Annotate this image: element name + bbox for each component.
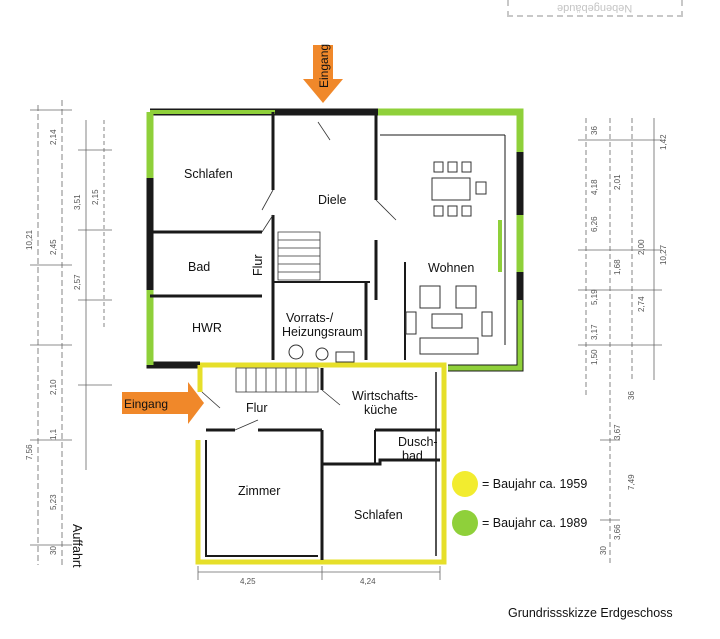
room-zimmer: Zimmer [238, 484, 280, 498]
dim-right-6: 36 [627, 391, 636, 400]
legend-item-1989: = Baujahr ca. 1989 [452, 510, 587, 536]
dim-right-14: 10,27 [659, 244, 668, 265]
dim-left-9: 1,1 [49, 428, 58, 440]
dim-left-6: 2,15 [91, 189, 100, 205]
entrance-label-left: Eingang [124, 397, 168, 411]
dimension-labels-left: 7,56 10,21 2,14 2,45 2,57 3,51 2,15 5,23… [25, 129, 100, 555]
upper-house-walls [146, 108, 524, 372]
entrance-arrow-top: Eingang [303, 44, 343, 103]
entrance-label-top: Eingang [317, 44, 331, 88]
room-wirtschafts-line1: Wirtschafts- [352, 389, 418, 403]
dim-right-10: 30 [599, 546, 608, 555]
dim-right-0: 36 [590, 126, 599, 135]
room-vorrats-line1: Vorrats-/ [286, 311, 334, 325]
dim-bottom-1: 4,24 [360, 577, 376, 586]
dim-left-3: 2,45 [49, 239, 58, 255]
dim-left-4: 2,57 [73, 274, 82, 290]
dining-table [431, 161, 487, 217]
dim-right-15: 1,68 [613, 259, 622, 275]
dim-right-11: 2,01 [613, 174, 622, 190]
dim-left-8: 2,10 [49, 379, 58, 395]
dim-right-13: 1,42 [659, 134, 668, 150]
room-schlafen-top: Schlafen [184, 167, 233, 181]
dim-left-5: 3,51 [73, 194, 82, 210]
dim-right-12: 2,74 [637, 296, 646, 312]
room-flur-vertical: Flur [251, 254, 265, 276]
dim-left-2: 2,14 [49, 129, 58, 145]
door-swings [201, 121, 397, 431]
legend-yellow-dot [452, 471, 478, 497]
outbuilding-stamp: Nebengebäude [507, 0, 683, 17]
dim-left-7: 5,23 [49, 494, 58, 510]
dim-right-9: 3,66 [613, 524, 622, 540]
room-bad: Bad [188, 260, 210, 274]
living-furniture [405, 285, 493, 355]
dim-right-5: 1,50 [590, 349, 599, 365]
driveway-label: Auffahrt [70, 524, 84, 568]
room-diele: Diele [318, 193, 347, 207]
room-wohnen: Wohnen [428, 261, 474, 275]
legend-label-1959: = Baujahr ca. 1959 [482, 477, 588, 491]
legend-green-dot [452, 510, 478, 536]
legend-item-1959: = Baujahr ca. 1959 [452, 471, 587, 497]
room-hwr: HWR [192, 321, 222, 335]
dimension-lines-right [578, 118, 662, 565]
plan-caption: Grundrissskizze Erdgeschoss [508, 606, 673, 620]
stairs [235, 231, 321, 393]
dimension-labels-right: 36 4,18 6,26 5,19 3,17 1,50 36 3,67 7,49… [590, 126, 668, 555]
dim-right-2: 6,26 [590, 216, 599, 232]
dim-right-7: 3,67 [613, 424, 622, 440]
lower-wing-walls [195, 362, 447, 565]
dimension-lines-bottom [197, 566, 441, 580]
room-wirtschafts-line2: küche [364, 403, 397, 417]
dim-left-0: 7,56 [25, 444, 34, 460]
dimension-lines-left [30, 100, 112, 565]
dim-right-16: 2,00 [637, 239, 646, 255]
room-schlafen-bottom: Schlafen [354, 508, 403, 522]
dim-right-8: 7,49 [627, 474, 636, 490]
legend-label-1989: = Baujahr ca. 1989 [482, 516, 588, 530]
dim-left-10: 30 [49, 546, 58, 555]
dim-right-1: 4,18 [590, 179, 599, 195]
dim-left-1: 10,21 [25, 229, 34, 250]
room-dusch-line1: Dusch- [398, 435, 438, 449]
room-labels: Schlafen Diele Bad Flur Wohnen HWR Vorra… [184, 167, 474, 522]
entrance-arrow-left: Eingang [122, 382, 204, 424]
dim-right-3: 5,19 [590, 289, 599, 305]
room-vorrats-line2: Heizungsraum [282, 325, 363, 339]
dim-right-4: 3,17 [590, 324, 599, 340]
dim-bottom-0: 4,25 [240, 577, 256, 586]
boiler-fixtures [288, 344, 355, 363]
room-dusch-line2: bad [402, 449, 423, 463]
room-flur-lower: Flur [246, 401, 268, 415]
